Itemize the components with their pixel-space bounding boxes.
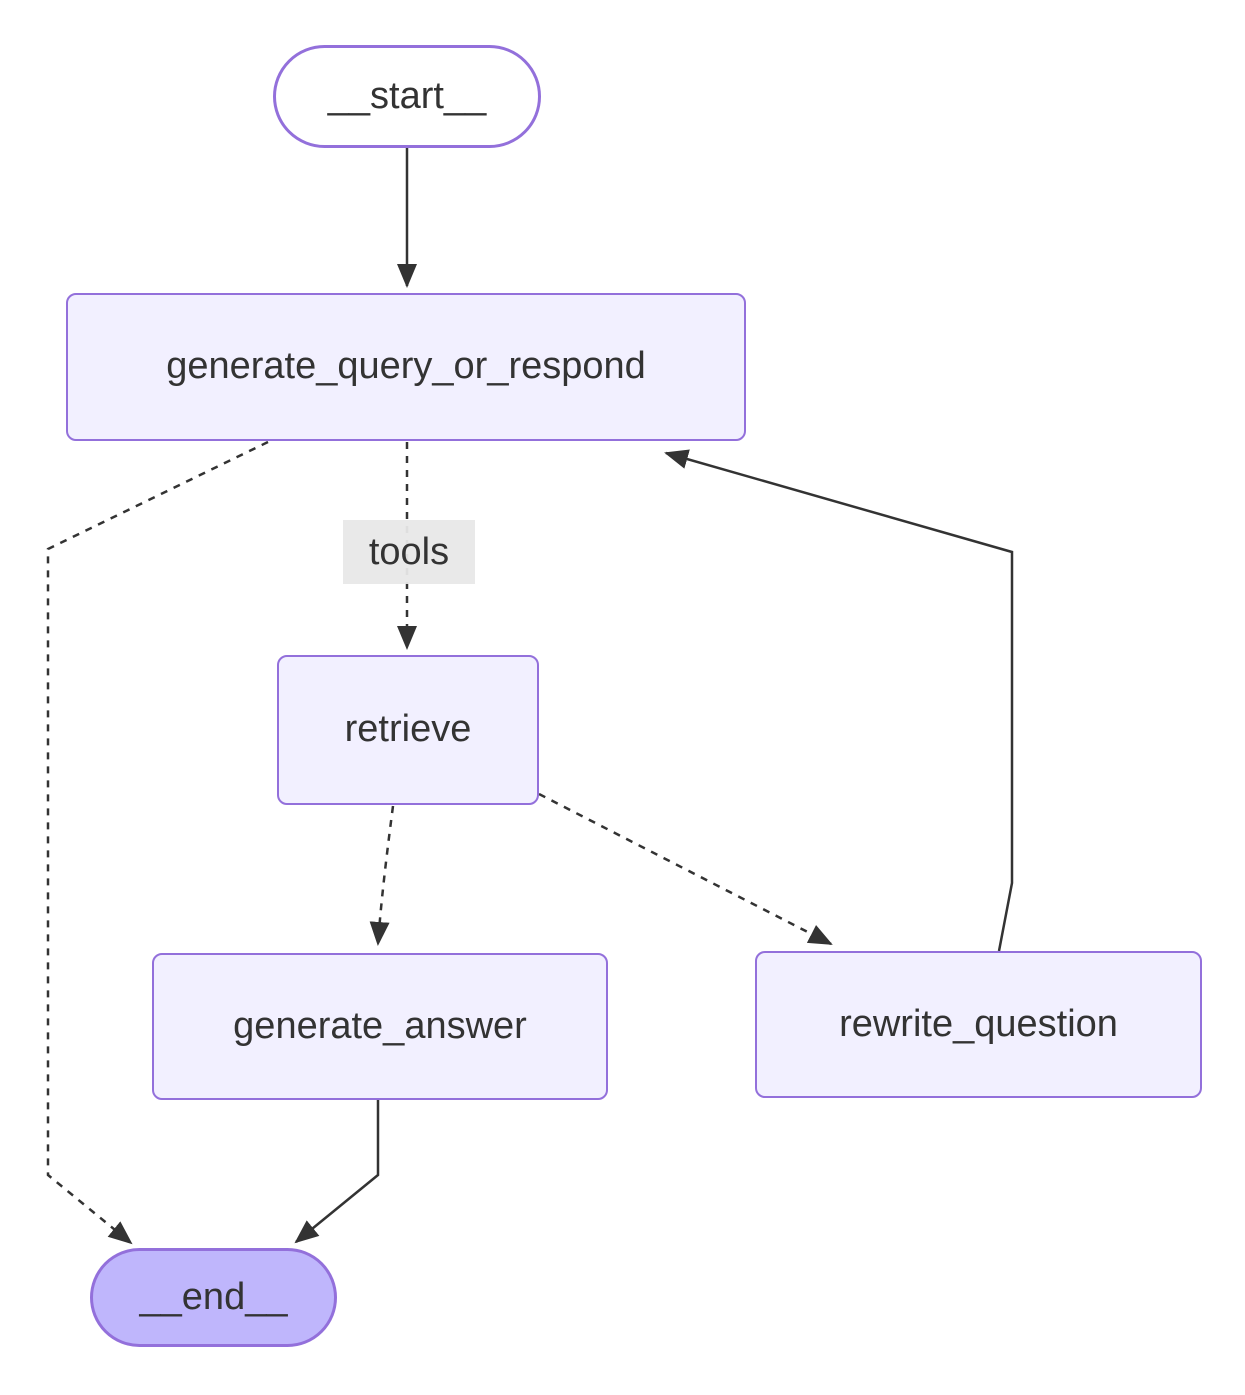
node-generate-answer: generate_answer [152,953,608,1100]
node-rewrite-question-label: rewrite_question [839,1002,1118,1045]
edge-retrieve-to-rewrite-question [538,792,833,946]
node-retrieve: retrieve [277,655,539,805]
edge-generate-answer-to-end [294,1100,380,1244]
edge-retrieve-to-generate-answer [369,805,395,946]
edge-label-tools: tools [343,520,475,584]
node-rewrite-question: rewrite_question [755,951,1202,1098]
node-end-label: __end__ [139,1275,288,1318]
edge-generate-query-or-respond-to-end [46,440,269,1245]
edge-rewrite-question-to-generate-query-or-respond [664,449,1014,952]
node-generate-query-or-respond-label: generate_query_or_respond [166,345,646,388]
node-end: __end__ [90,1248,337,1347]
edge-label-tools-text: tools [368,530,450,573]
node-generate-query-or-respond: generate_query_or_respond [66,293,746,441]
node-start: __start__ [273,45,541,148]
node-start-label: __start__ [327,74,487,117]
node-retrieve-label: retrieve [344,708,472,751]
node-generate-answer-label: generate_answer [233,1004,527,1047]
